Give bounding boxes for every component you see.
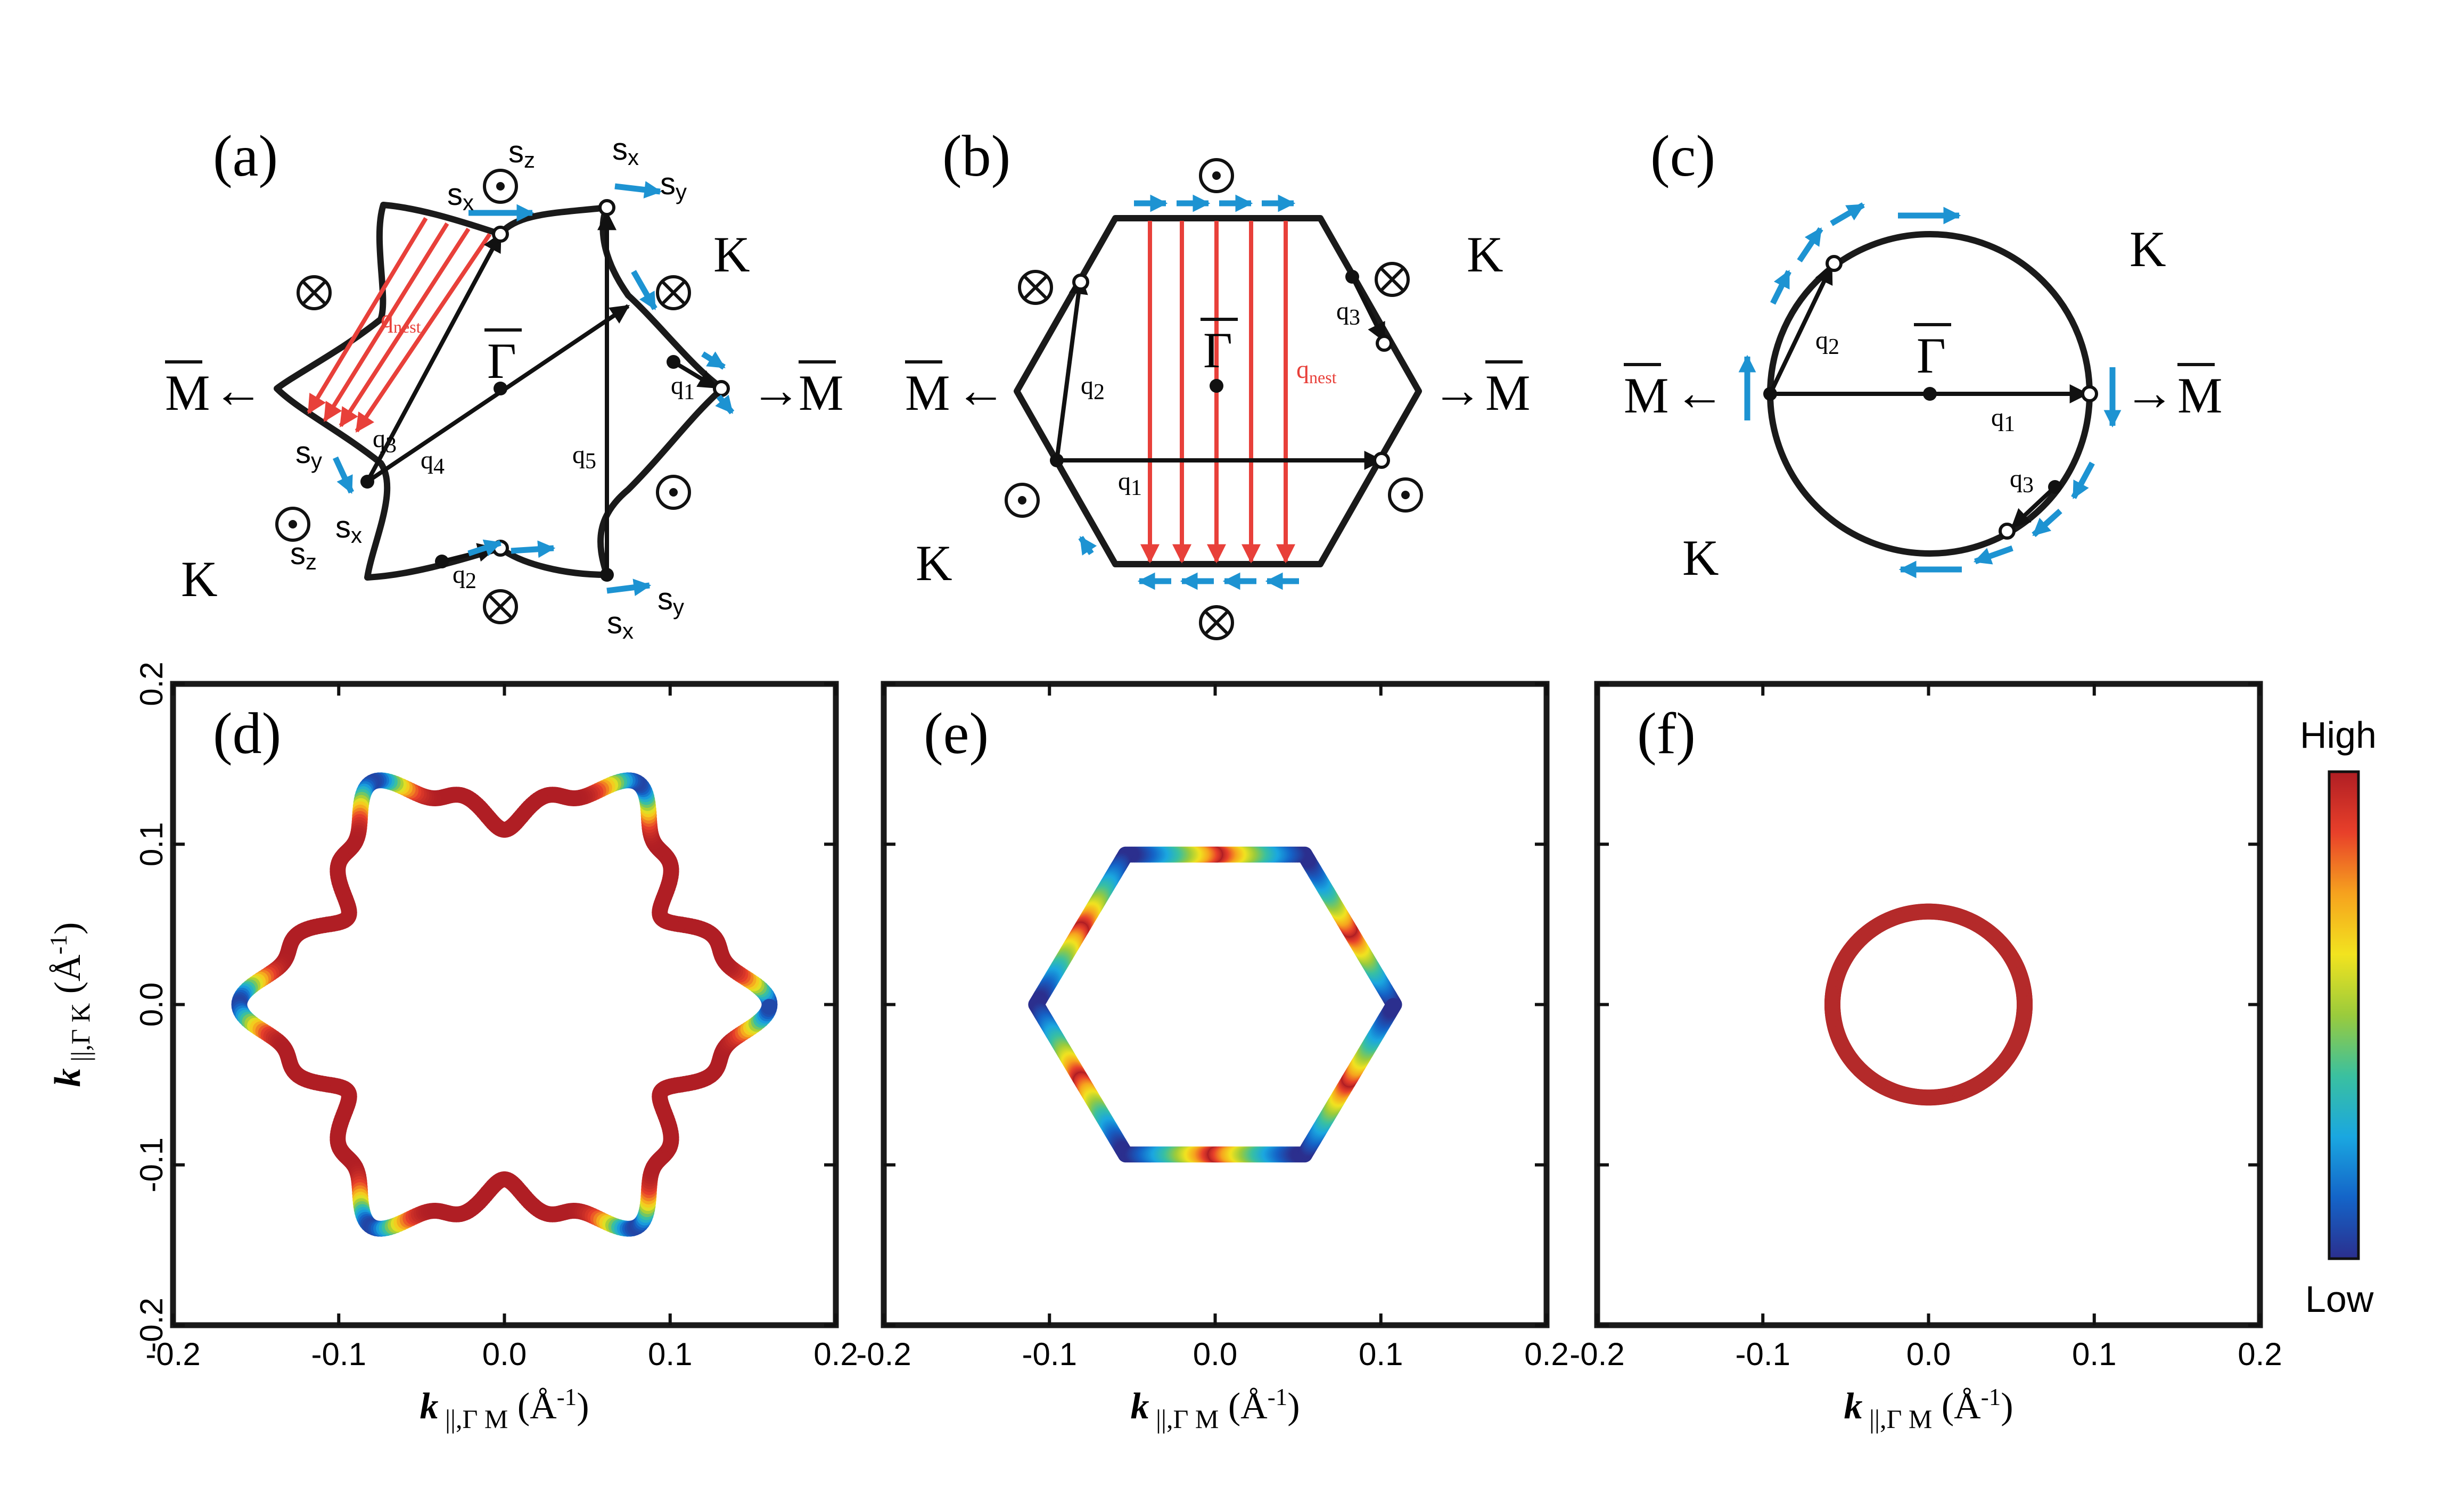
panel-a-q4: q4 [421, 446, 445, 479]
y-axis-label: k ||,Γ K (Å-1) [45, 922, 95, 1087]
x-tick-label: 0.2 [1524, 1336, 1568, 1372]
panel-b-label: (b) [942, 123, 1010, 188]
x-tick-label: 0.0 [1193, 1336, 1237, 1372]
contour-point [761, 998, 778, 1015]
colorbar-gradient [2328, 770, 2360, 1260]
panel-b-spin-arrows [1078, 194, 1299, 590]
plot-label: (f) [1637, 701, 1696, 766]
panel-a-spin-symbols [275, 169, 691, 624]
plot-f: (f) -0.2 -0.1 0.0 0.1 0.2 k ||,Γ M (Å-1) [1569, 681, 2282, 1434]
x-tick-label: 0.1 [2072, 1336, 2116, 1372]
panel-c-q3: q3 [2010, 465, 2034, 498]
panel-c-q1: q1 [1991, 403, 2015, 436]
x-tick-label: 0.2 [813, 1336, 858, 1372]
y-tick-label: -0.1 [134, 1137, 169, 1192]
colorbar: High Low [2300, 714, 2377, 1320]
contour-point [1385, 998, 1401, 1014]
panel-a-q3: q3 [373, 425, 397, 458]
panel-a-arrow-left: ← [213, 362, 264, 418]
x-tick-label: -0.1 [311, 1336, 366, 1372]
contour-point [2017, 997, 2033, 1013]
panel-b-fermi-contour [1014, 215, 1422, 567]
panel-a-k-bottom: K [181, 551, 218, 607]
panel-b: (b) [905, 123, 1530, 640]
panel-a-sx-left: sx [335, 510, 362, 548]
x-tick-label: -0.1 [1736, 1336, 1790, 1372]
panel-a-sz-left: sz [290, 536, 317, 574]
panel-b-q1: q1 [1118, 467, 1142, 500]
panel-a-qnest: qnest [381, 305, 421, 336]
panel-c-m-right: M [2177, 367, 2222, 424]
panel-a-sx-topright: sx [612, 132, 639, 170]
x-axis-label: k ||,Γ M (Å-1) [1130, 1384, 1300, 1434]
panel-c-arrow-left: ← [1674, 365, 1725, 421]
panel-c-arrow-right: → [2124, 365, 2175, 421]
panel-c-k-bottom: K [1682, 530, 1719, 586]
panel-b-k-top: K [1467, 226, 1503, 283]
panel-b-gamma: Γ [1203, 322, 1232, 378]
panel-b-q2: q2 [1081, 371, 1105, 404]
panel-a-sx-bottom: sx [607, 606, 634, 643]
y-tick-label: 0.2 [134, 662, 169, 706]
plot-e: (e) -0.2 -0.1 0.0 0.1 0.2 k ||,Γ M (Å-1) [856, 681, 1569, 1434]
plot-label: (d) [213, 701, 281, 766]
panel-c: (c) Γ M ← → M K K q2 [1624, 123, 2222, 586]
x-tick-label: 0.1 [1359, 1336, 1403, 1372]
panel-a-k-top: K [713, 226, 750, 283]
panel-b-q3: q3 [1336, 297, 1360, 330]
panel-a-sy-left: sy [295, 435, 322, 473]
plot-frame [881, 681, 1550, 1328]
panel-a-label: (a) [213, 123, 278, 188]
x-axis-label: k ||,Γ M (Å-1) [420, 1384, 589, 1434]
x-tick-label: 0.0 [1906, 1336, 1951, 1372]
panel-a-m-right: M [799, 365, 843, 421]
x-tick-label: -0.2 [856, 1336, 911, 1372]
panel-c-gamma: Γ [1917, 327, 1946, 384]
panel-a-spin-arrows [333, 181, 735, 597]
panel-b-arrow-left: ← [956, 362, 1006, 418]
panel-a-sz-top: sz [508, 135, 535, 172]
panel-c-label: (c) [1650, 123, 1715, 188]
panel-a-sy-bottom: sy [657, 582, 684, 619]
panel-b-arrow-right: → [1432, 362, 1483, 418]
panel-a-m-left: M [165, 365, 210, 421]
panel-a-q1: q1 [671, 371, 695, 404]
panel-a-sx-top: sx [447, 177, 474, 215]
panel-c-m-left: M [1624, 367, 1668, 424]
y-tick-label: 0.1 [134, 822, 169, 866]
x-axis-label: k ||,Γ M (Å-1) [1844, 1384, 2013, 1434]
panel-b-spin-symbols [1005, 158, 1423, 640]
colorbar-high-label: High [2300, 714, 2377, 756]
panel-c-spin-arrows [1738, 202, 2122, 579]
panel-a-q5: q5 [572, 441, 596, 474]
panel-b-m-left: M [905, 365, 950, 421]
panel-b-k-bottom: K [916, 535, 952, 591]
plot-d: (d) -0.2 -0.1 0.0 0.1 0.2 -0.2 -0.1 0.0 0.1 0.2 k |… [45, 662, 858, 1434]
x-tick-label: 0.1 [648, 1336, 692, 1372]
panel-a-q2: q2 [453, 560, 476, 593]
x-tick-label: 0.2 [2238, 1336, 2282, 1372]
panel-a-sy-topright: sy [660, 167, 687, 204]
y-tick-label: -0.2 [134, 1298, 169, 1352]
panel-a: (a) [165, 123, 843, 643]
x-tick-label: 0.0 [482, 1336, 527, 1372]
plot-label: (e) [924, 701, 989, 766]
x-tick-label: -0.2 [145, 1336, 200, 1372]
panel-a-arrow-right: → [751, 362, 801, 418]
plot-frame [170, 681, 839, 1328]
panel-a-nesting-vectors [307, 217, 492, 433]
panel-c-q2: q2 [1815, 326, 1839, 359]
panel-b-m-right: M [1485, 365, 1530, 421]
panel-a-gamma: Γ [487, 333, 516, 389]
panel-c-k-top: K [2130, 221, 2166, 277]
y-tick-label: 0.0 [134, 982, 169, 1027]
panel-b-qnest: qnest [1296, 356, 1337, 387]
x-tick-label: -0.1 [1022, 1336, 1077, 1372]
colorbar-low-label: Low [2305, 1278, 2374, 1320]
plot-frame [1594, 681, 2263, 1328]
x-tick-label: -0.2 [1569, 1336, 1624, 1372]
